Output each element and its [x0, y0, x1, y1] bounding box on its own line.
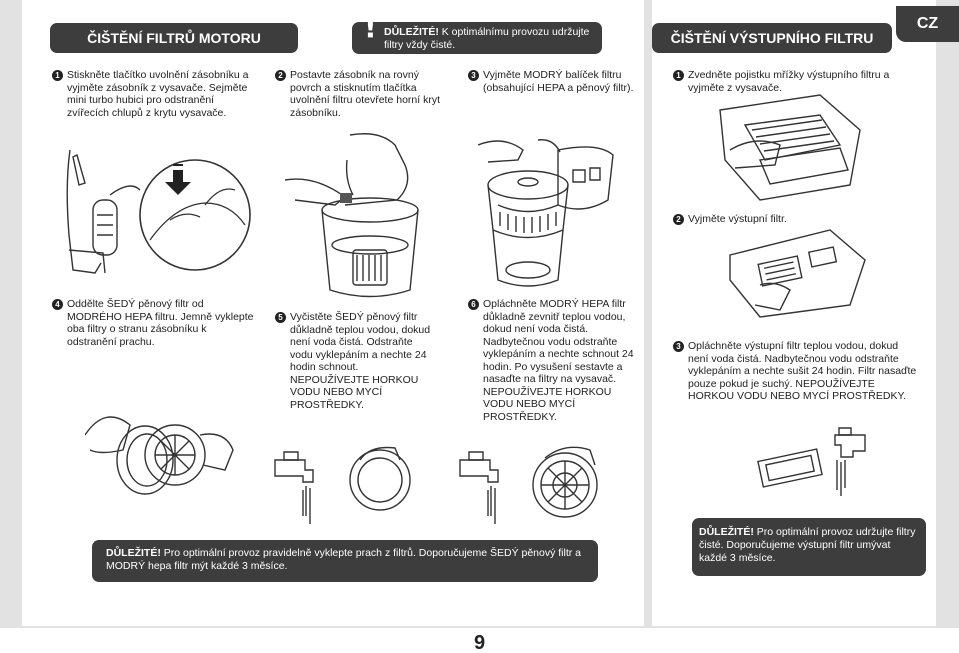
rinse-foam-illustration [274, 446, 411, 524]
step-number: 2 [673, 214, 684, 225]
output-step-3: 3 Opláchněte výstupní filtr teplou vodou… [673, 340, 918, 403]
step-text: Vyjměte výstupní filtr. [688, 213, 787, 225]
motor-step-2: 2 Postavte zásobník na rovný povrch a st… [275, 69, 440, 119]
motor-step-1: 1 Stiskněte tlačítko uvolnění zásobníku … [52, 69, 257, 119]
motor-filter-panel [22, 0, 644, 626]
dust-bin-illustration [285, 133, 419, 298]
step-number: 2 [275, 70, 286, 81]
step-number: 3 [468, 70, 479, 81]
step-text: Zvedněte pojistku mřížky výstupního filt… [688, 69, 890, 94]
rinse-hepa-illustration [459, 446, 598, 524]
output-step-1: 1 Zvedněte pojistku mřížky výstupního fi… [673, 69, 913, 94]
grille-removal-illustration [719, 94, 861, 201]
step-text: Opláchněte výstupní filtr teplou vodou, … [688, 340, 917, 402]
motor-step-4: 4 Oddělte ŠEDÝ pěnový filtr od MODRÉHO H… [52, 298, 257, 348]
step-text: Oddělte ŠEDÝ pěnový filtr od MODRÉHO HEP… [67, 298, 254, 348]
step-number: 4 [52, 299, 63, 310]
page-number: 9 [473, 632, 486, 653]
important-notice-right: DŮLEŽITÉ! Pro optimální provoz udržujte … [692, 518, 926, 576]
step-text: Postavte zásobník na rovný povrch a stis… [290, 69, 440, 119]
step-number: 5 [275, 312, 286, 323]
exclamation-icon: ! [95, 538, 109, 573]
motor-filter-heading: ČIŠTĚNÍ FILTRŮ MOTORU [50, 23, 298, 53]
important-notice-bottom: DŮLEŽITÉ! Pro optimální provoz pravideln… [92, 540, 598, 582]
notice-text: Pro optimální provoz pravidelně vyklepte… [106, 547, 582, 572]
motor-step-3: 3 Vyjměte MODRÝ balíček filtru (obsahují… [468, 69, 638, 94]
output-step-2: 2 Vyjměte výstupní filtr. [673, 213, 913, 226]
notice-text: K optimálnímu provozu udržujte filtry vž… [384, 26, 590, 51]
notice-label: DŮLEŽITÉ! [106, 547, 161, 559]
rinse-output-filter-illustration [757, 427, 866, 496]
tapping-filters-illustration [85, 416, 234, 495]
step-number: 3 [673, 341, 684, 352]
important-notice-top: ! DŮLEŽITÉ! K optimálnímu provozu udržuj… [352, 11, 602, 54]
step-text: Vyčistěte ŠEDÝ pěnový filtr důkladně tep… [290, 311, 431, 411]
motor-step-5: 5 Vyčistěte ŠEDÝ pěnový filtr důkladně t… [275, 311, 435, 411]
notice-label: DŮLEŽITÉ! [384, 26, 439, 38]
step-text: Stiskněte tlačítko uvolnění zásobníku a … [67, 69, 249, 119]
page-background [0, 0, 959, 628]
step-number: 1 [673, 70, 684, 81]
step-number: 1 [52, 70, 63, 81]
language-tab: CZ [896, 6, 959, 42]
hepa-pack-illustration [478, 139, 614, 287]
step-text: Vyjměte MODRÝ balíček filtru (obsahující… [483, 69, 634, 94]
output-filter-heading: ČIŠTĚNÍ VÝSTUPNÍHO FILTRU [652, 23, 892, 53]
output-filter-removal-illustration [729, 229, 866, 318]
notice-label: DŮLEŽITÉ! [699, 526, 754, 538]
step-number: 6 [468, 299, 479, 310]
vacuum-release-illustration [66, 149, 251, 274]
step-text: Opláchněte MODRÝ HEPA filtr důkladně zev… [483, 298, 634, 423]
notice-text: Pro optimální provoz udržujte filtry čis… [699, 526, 916, 564]
exclamation-icon: ! [364, 11, 377, 44]
motor-step-6: 6 Opláchněte MODRÝ HEPA filtr důkladně z… [468, 298, 638, 423]
